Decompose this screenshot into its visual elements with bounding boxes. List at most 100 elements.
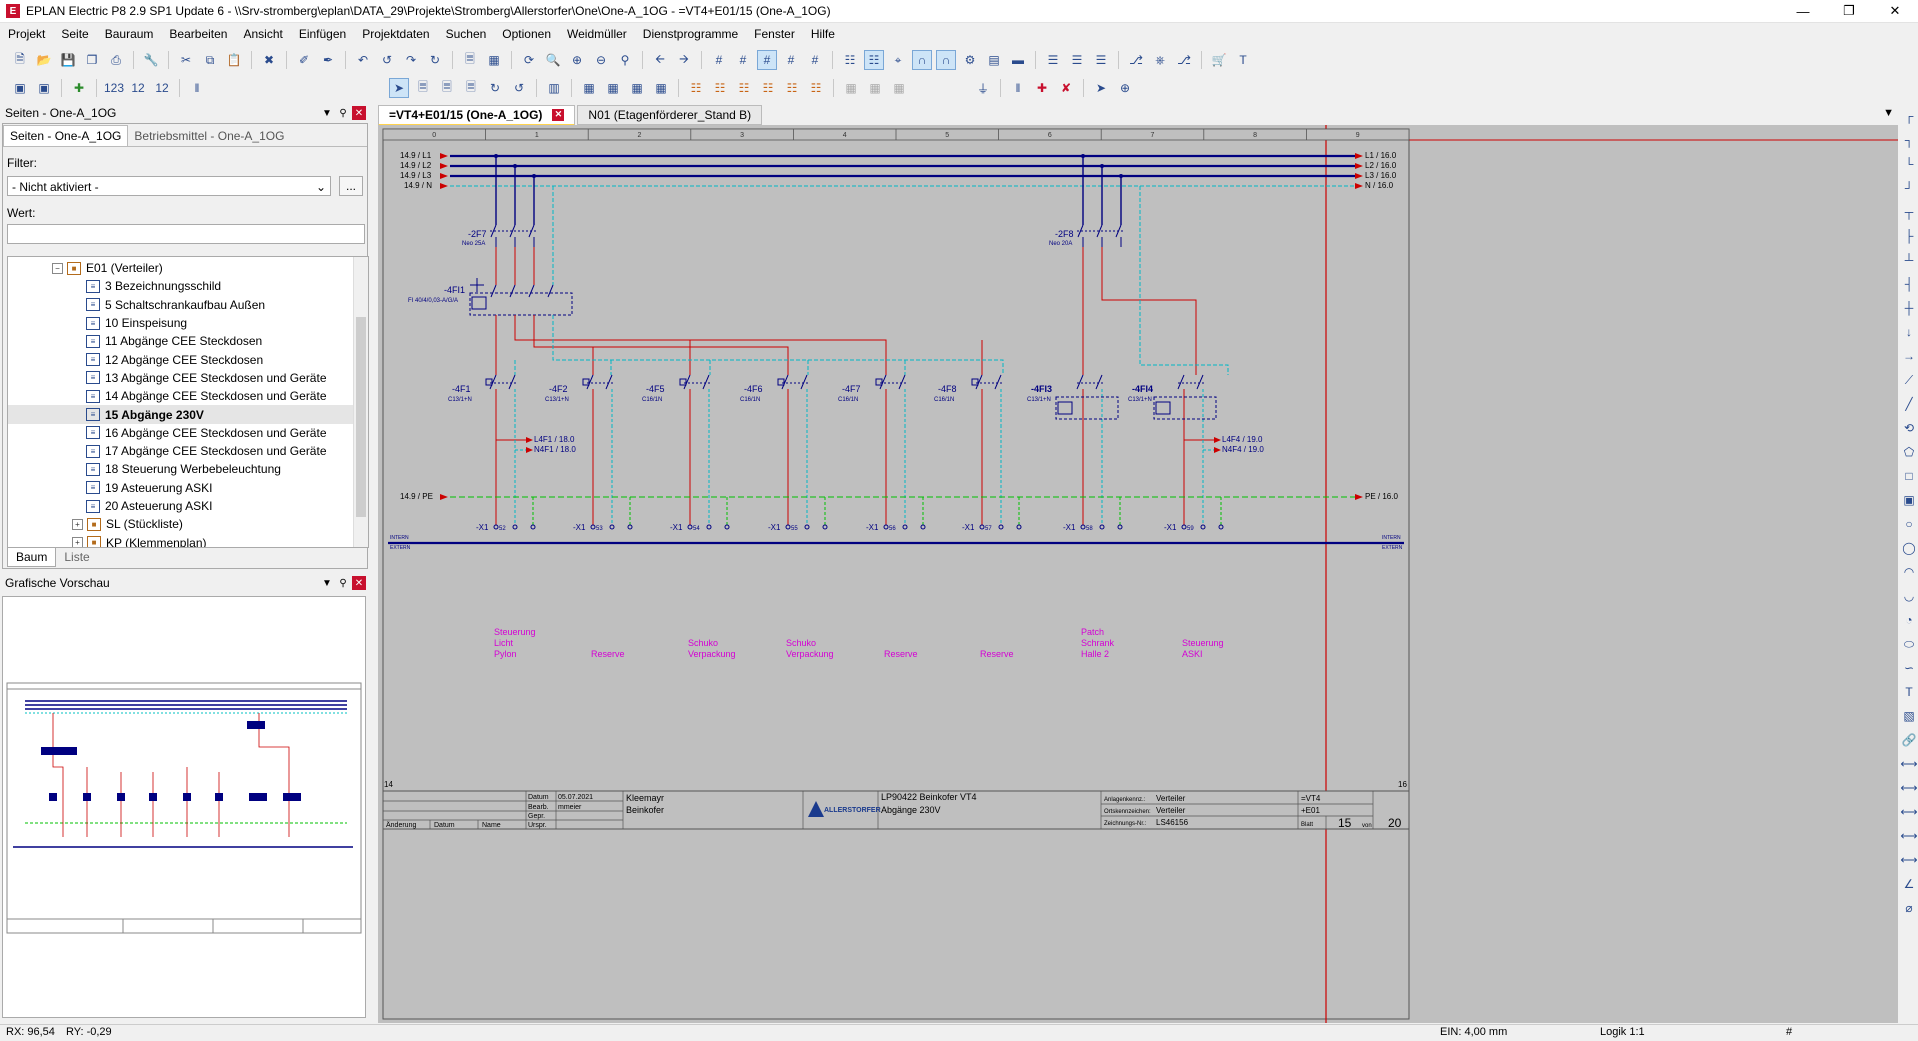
sector-icon[interactable]: ◔ xyxy=(1905,613,1913,627)
target-icon[interactable]: ⊕ xyxy=(1119,81,1131,95)
zoom-in-icon[interactable]: ⊕ xyxy=(571,53,583,67)
grid-b-icon[interactable]: # xyxy=(739,53,747,67)
insert-page-icon[interactable]: 🗏 xyxy=(418,79,428,94)
cable-a-icon[interactable]: ☷ xyxy=(690,81,702,95)
connection-point-icon[interactable]: ➤ xyxy=(1095,81,1107,95)
menu-ansicht[interactable]: Ansicht xyxy=(243,27,283,41)
terminal-point[interactable] xyxy=(609,524,615,530)
paste-icon[interactable]: 📋 xyxy=(226,53,242,67)
dimension-b-icon[interactable]: ⟷ xyxy=(1900,781,1918,795)
terminal-point[interactable] xyxy=(1080,524,1086,530)
circle-icon[interactable]: ○ xyxy=(1905,517,1913,531)
snap-grid-icon[interactable]: ☷ xyxy=(864,50,884,70)
tree-item[interactable]: ≡20 Asteuerung ASKI xyxy=(8,497,368,515)
polyline-icon[interactable]: ⟲ xyxy=(1903,421,1915,435)
tee-right-icon[interactable]: ├ xyxy=(1904,229,1914,243)
tree-item[interactable]: ≡5 Schaltschrankaufbau Außen xyxy=(8,296,368,314)
tree-item[interactable]: ≡17 Abgänge CEE Steckdosen und Geräte xyxy=(8,442,368,460)
image-icon[interactable]: ▧ xyxy=(1903,709,1915,723)
cable-b-icon[interactable]: ☷ xyxy=(714,81,726,95)
vertical-icon[interactable]: ‖ xyxy=(194,81,200,95)
dimension-g-icon[interactable]: ⌀ xyxy=(1905,901,1913,915)
doc-tab-active[interactable]: =VT4+E01/15 (One-A_1OG) ✕ xyxy=(378,104,576,126)
menu-projektdaten[interactable]: Projektdaten xyxy=(362,27,430,41)
tree-item[interactable]: ≡10 Einspeisung xyxy=(8,314,368,332)
tree-item[interactable]: ≡12 Abgänge CEE Steckdosen xyxy=(8,350,368,368)
cable-f-icon[interactable]: ☷ xyxy=(810,81,822,95)
dimension-a-icon[interactable]: ⟷ xyxy=(1900,757,1918,771)
link-icon[interactable]: 🔗 xyxy=(1901,733,1917,747)
collapse-icon[interactable]: − xyxy=(52,262,63,274)
break-icon[interactable]: ✘ xyxy=(1060,81,1072,95)
page-nav-icon[interactable]: ↻ xyxy=(489,81,501,95)
ruler-icon[interactable]: ▬ xyxy=(1012,53,1024,67)
grid-c-icon[interactable]: # xyxy=(757,50,777,70)
text-list-b-icon[interactable]: ☰ xyxy=(1071,53,1083,67)
terminal-point[interactable] xyxy=(998,524,1004,530)
terminal-point[interactable] xyxy=(590,524,596,530)
arrow-right-icon[interactable]: → xyxy=(1903,349,1915,363)
terminal-point[interactable] xyxy=(1016,524,1022,530)
tee-left-icon[interactable]: ┤ xyxy=(1904,277,1914,291)
tee-down-icon[interactable]: ┬ xyxy=(1904,205,1914,219)
close-icon[interactable]: ✕ xyxy=(552,108,565,121)
refresh-icon[interactable]: ⟳ xyxy=(523,53,535,67)
open-project-icon[interactable]: 📂 xyxy=(36,53,52,67)
dimension-f-icon[interactable]: ∠ xyxy=(1903,877,1915,891)
circuit-breaker-0[interactable] xyxy=(485,374,518,425)
doc-tab-n01[interactable]: N01 (Etagenförderer_Stand B) xyxy=(577,105,763,125)
circle-b-icon[interactable]: ◯ xyxy=(1902,541,1916,555)
pin-icon[interactable]: ⚲ xyxy=(339,107,347,119)
tab-baum[interactable]: Baum xyxy=(7,548,57,567)
page-icon[interactable]: 🗏 xyxy=(465,51,475,66)
cart-icon[interactable]: 🛒 xyxy=(1211,53,1227,67)
menu-hilfe[interactable]: Hilfe xyxy=(810,27,835,41)
terminal-point[interactable] xyxy=(883,524,889,530)
grid-d-icon[interactable]: # xyxy=(787,53,795,67)
tree-item[interactable]: +■SL (Stückliste) xyxy=(8,515,368,533)
potential-icon[interactable]: ⏚ xyxy=(976,81,989,96)
tab-list-dropdown-icon[interactable]: ▼ xyxy=(1883,107,1894,119)
corner-tl-icon[interactable]: ┌ xyxy=(1904,109,1914,123)
arrow-down-icon[interactable]: ↓ xyxy=(1906,325,1912,339)
cable-e-icon[interactable]: ☷ xyxy=(786,81,798,95)
circuit-breaker-6[interactable] xyxy=(1076,374,1105,425)
terminal-c-icon[interactable]: ▦ xyxy=(631,81,643,95)
panel-menu-icon[interactable]: ▼ xyxy=(322,107,332,119)
disabled-b-icon[interactable]: ▦ xyxy=(869,81,881,95)
arc-icon[interactable]: ◠ xyxy=(1903,565,1915,579)
text-icon[interactable]: T xyxy=(1905,685,1913,699)
copy-page-icon[interactable]: ❐ xyxy=(86,53,98,67)
terminal-point[interactable] xyxy=(706,524,712,530)
tree-item[interactable]: −■E01 (Verteiler) xyxy=(8,259,368,277)
numbering-a-icon[interactable]: 123 xyxy=(103,81,125,95)
numbering-b-icon[interactable]: 12 xyxy=(131,81,145,95)
terminal-point[interactable] xyxy=(1099,524,1105,530)
circuit-breaker-4[interactable] xyxy=(875,374,908,425)
measure-icon[interactable]: ▤ xyxy=(988,53,1000,67)
corner-bl-icon[interactable]: └ xyxy=(1904,157,1914,171)
magnet-b-icon[interactable]: ∩ xyxy=(936,50,956,70)
corner-br-icon[interactable]: ┘ xyxy=(1904,181,1914,195)
undo-list-icon[interactable]: ↺ xyxy=(381,53,393,67)
menu-bauraum[interactable]: Bauraum xyxy=(104,27,154,41)
format-brush-icon[interactable]: ✒ xyxy=(322,53,334,67)
filter-select[interactable]: - Nicht aktiviert - ⌄ xyxy=(7,176,331,196)
dimension-c-icon[interactable]: ⟷ xyxy=(1900,805,1918,819)
terminal-point[interactable] xyxy=(785,524,791,530)
tree-scrollbar[interactable] xyxy=(353,257,368,547)
rectangle-icon[interactable]: □ xyxy=(1905,469,1913,483)
window-a-icon[interactable]: ▣ xyxy=(14,81,26,95)
terminal-point[interactable] xyxy=(493,524,499,530)
tab-betriebsmittel[interactable]: Betriebsmittel - One-A_1OG xyxy=(134,129,285,143)
cross-icon[interactable]: ┼ xyxy=(1904,301,1914,315)
cable-d-icon[interactable]: ☷ xyxy=(762,81,774,95)
tree-item[interactable]: ≡11 Abgänge CEE Steckdosen xyxy=(8,332,368,350)
back-icon[interactable]: 🡨 xyxy=(655,51,665,66)
tree-item[interactable]: ≡16 Abgänge CEE Steckdosen und Geräte xyxy=(8,424,368,442)
tab-seiten[interactable]: Seiten - One-A_1OG xyxy=(3,125,129,146)
menu-dienstprogramme[interactable]: Dienstprogramme xyxy=(642,27,739,41)
circuit-breaker-5[interactable] xyxy=(971,374,1004,425)
terminal-point[interactable] xyxy=(1181,524,1187,530)
